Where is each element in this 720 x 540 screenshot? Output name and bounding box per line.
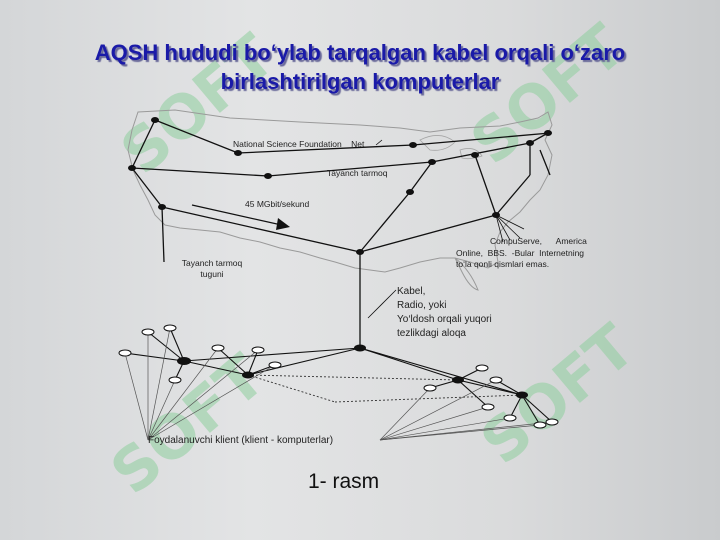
- backbone-node-label-line-1: Tayanch tarmoq: [181, 258, 243, 268]
- client-computers: [118, 324, 559, 429]
- online-services-label: CompuServe, America Online, BBS. -Bular …: [456, 236, 608, 271]
- client-dotted-links: [247, 374, 523, 403]
- title-line-1: AQSH hududi bo‘ylab tarqalgan kabel orqa…: [94, 40, 626, 65]
- services-line-3: to‘la qonli qismlari emas.: [456, 259, 550, 269]
- usa-map-outline: [127, 109, 553, 273]
- hub-nodes: [177, 344, 528, 399]
- link-line-4: tezlikdagi aloqa: [397, 328, 466, 339]
- figure-caption: 1- rasm: [308, 470, 380, 493]
- backbone-node-label: Tayanch tarmoq tuguni: [172, 258, 252, 280]
- services-line-1: CompuServe, America: [490, 236, 587, 246]
- backbone-nodes: [128, 117, 552, 255]
- map-florida: [454, 257, 479, 291]
- client-pointer-lines: [124, 327, 553, 441]
- services-line-2: Online, BBS. -Bular Internetning: [456, 247, 585, 258]
- service-connector-lines: [367, 139, 525, 319]
- speed-label: 45 MGbit/sekund: [245, 199, 310, 209]
- backbone-node-label-line-2: tuguni: [200, 269, 224, 279]
- map-lakes: [419, 135, 483, 160]
- client-computers-label: Foydalanuvchi klient (klient - komputerl…: [148, 435, 334, 446]
- title-line-2: birlashtirilgan komputerlar: [220, 69, 500, 94]
- speed-arrow: [191, 204, 290, 230]
- backbone-label: Tayanch tarmoq: [327, 168, 388, 178]
- link-line-2: Radio, yoki: [397, 300, 447, 311]
- link-line-3: Yo‘ldosh orqali yuqori: [397, 314, 492, 325]
- page-title: AQSH hududi bo‘ylab tarqalgan kabel orqa…: [40, 38, 680, 96]
- link-type-label: Kabel, Radio, yoki Yo‘ldosh orqali yuqor…: [397, 285, 492, 341]
- link-line-1: Kabel,: [397, 286, 426, 297]
- nsf-net-label: National Science Foundation Net: [233, 139, 365, 149]
- backbone-links: [131, 119, 551, 348]
